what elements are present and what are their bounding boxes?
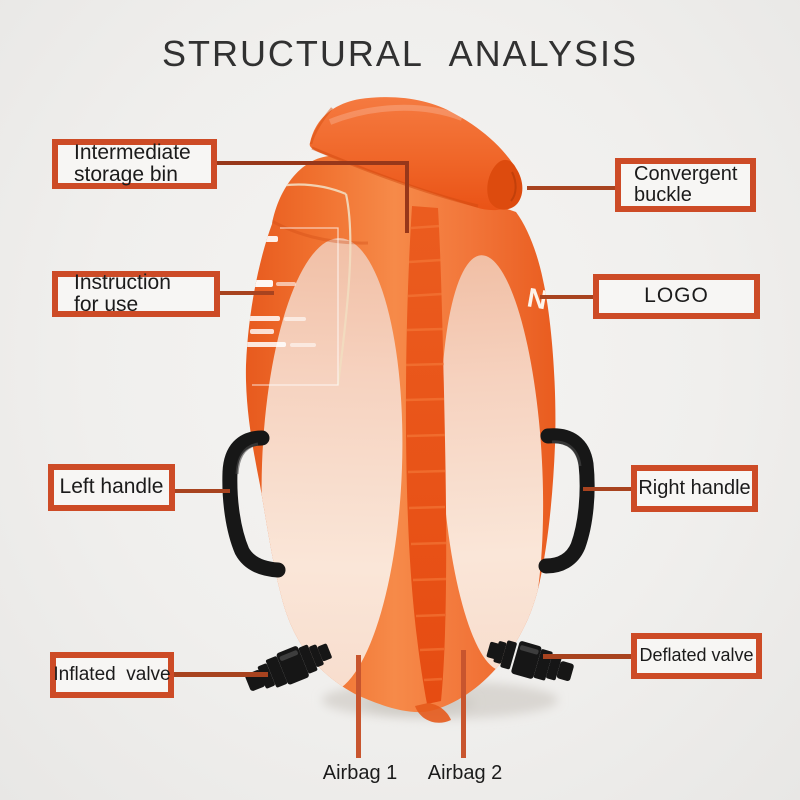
callout-text: buckle [634, 184, 692, 206]
callout-text: Deflated valve [639, 645, 754, 666]
callout-text: Right handle [638, 476, 751, 499]
leader-intermediate-v [405, 161, 409, 233]
callout-text: for use [74, 293, 139, 316]
bottom-fold [415, 703, 451, 723]
leader-logo [540, 295, 595, 299]
leader-airbag-2 [461, 650, 466, 758]
callout-instruction-for-use: Instruction for use [52, 271, 220, 317]
callout-text: storage bin [74, 163, 178, 186]
leader-airbag-1 [356, 655, 361, 758]
leader-intermediate-h [215, 161, 407, 165]
leader-right-handle [583, 487, 633, 491]
leader-left-handle [172, 489, 230, 493]
roll-highlight [328, 104, 464, 125]
airbag-panel-left [261, 238, 403, 694]
callout-convergent-buckle: Convergent buckle [615, 158, 756, 212]
callout-text: Convergent [634, 162, 738, 185]
bag-body: N [245, 155, 556, 723]
label-airbag-1: Airbag 1 [322, 762, 398, 784]
callout-inflated-valve: Inflated valve [50, 652, 174, 698]
callout-logo: LOGO [593, 274, 760, 319]
left-handle-graphic [222, 430, 286, 578]
callout-text: Inflated valve [53, 663, 171, 685]
center-seam [405, 206, 447, 704]
callout-text: LOGO [644, 284, 709, 308]
leader-instruction [218, 291, 274, 295]
leader-deflated-valve [543, 654, 633, 659]
callout-text: Instruction [74, 270, 171, 294]
callout-deflated-valve: Deflated valve [631, 633, 762, 679]
callout-intermediate-storage-bin: Intermediate storage bin [52, 139, 217, 189]
deflate-valve-graphic [486, 640, 574, 681]
page-title: STRUCTURAL ANALYSIS [161, 33, 639, 74]
airbag-panel-right [440, 255, 544, 671]
right-handle-graphic [538, 428, 595, 574]
callout-left-handle: Left handle [48, 464, 175, 511]
callout-text: Left handle [59, 475, 164, 499]
callout-text: Intermediate [74, 140, 191, 164]
label-airbag-2: Airbag 2 [427, 762, 503, 784]
leader-inflated-valve [172, 672, 268, 677]
callout-right-handle: Right handle [631, 465, 758, 512]
roll-top [309, 97, 523, 211]
leader-convergent-buckle [527, 186, 617, 190]
